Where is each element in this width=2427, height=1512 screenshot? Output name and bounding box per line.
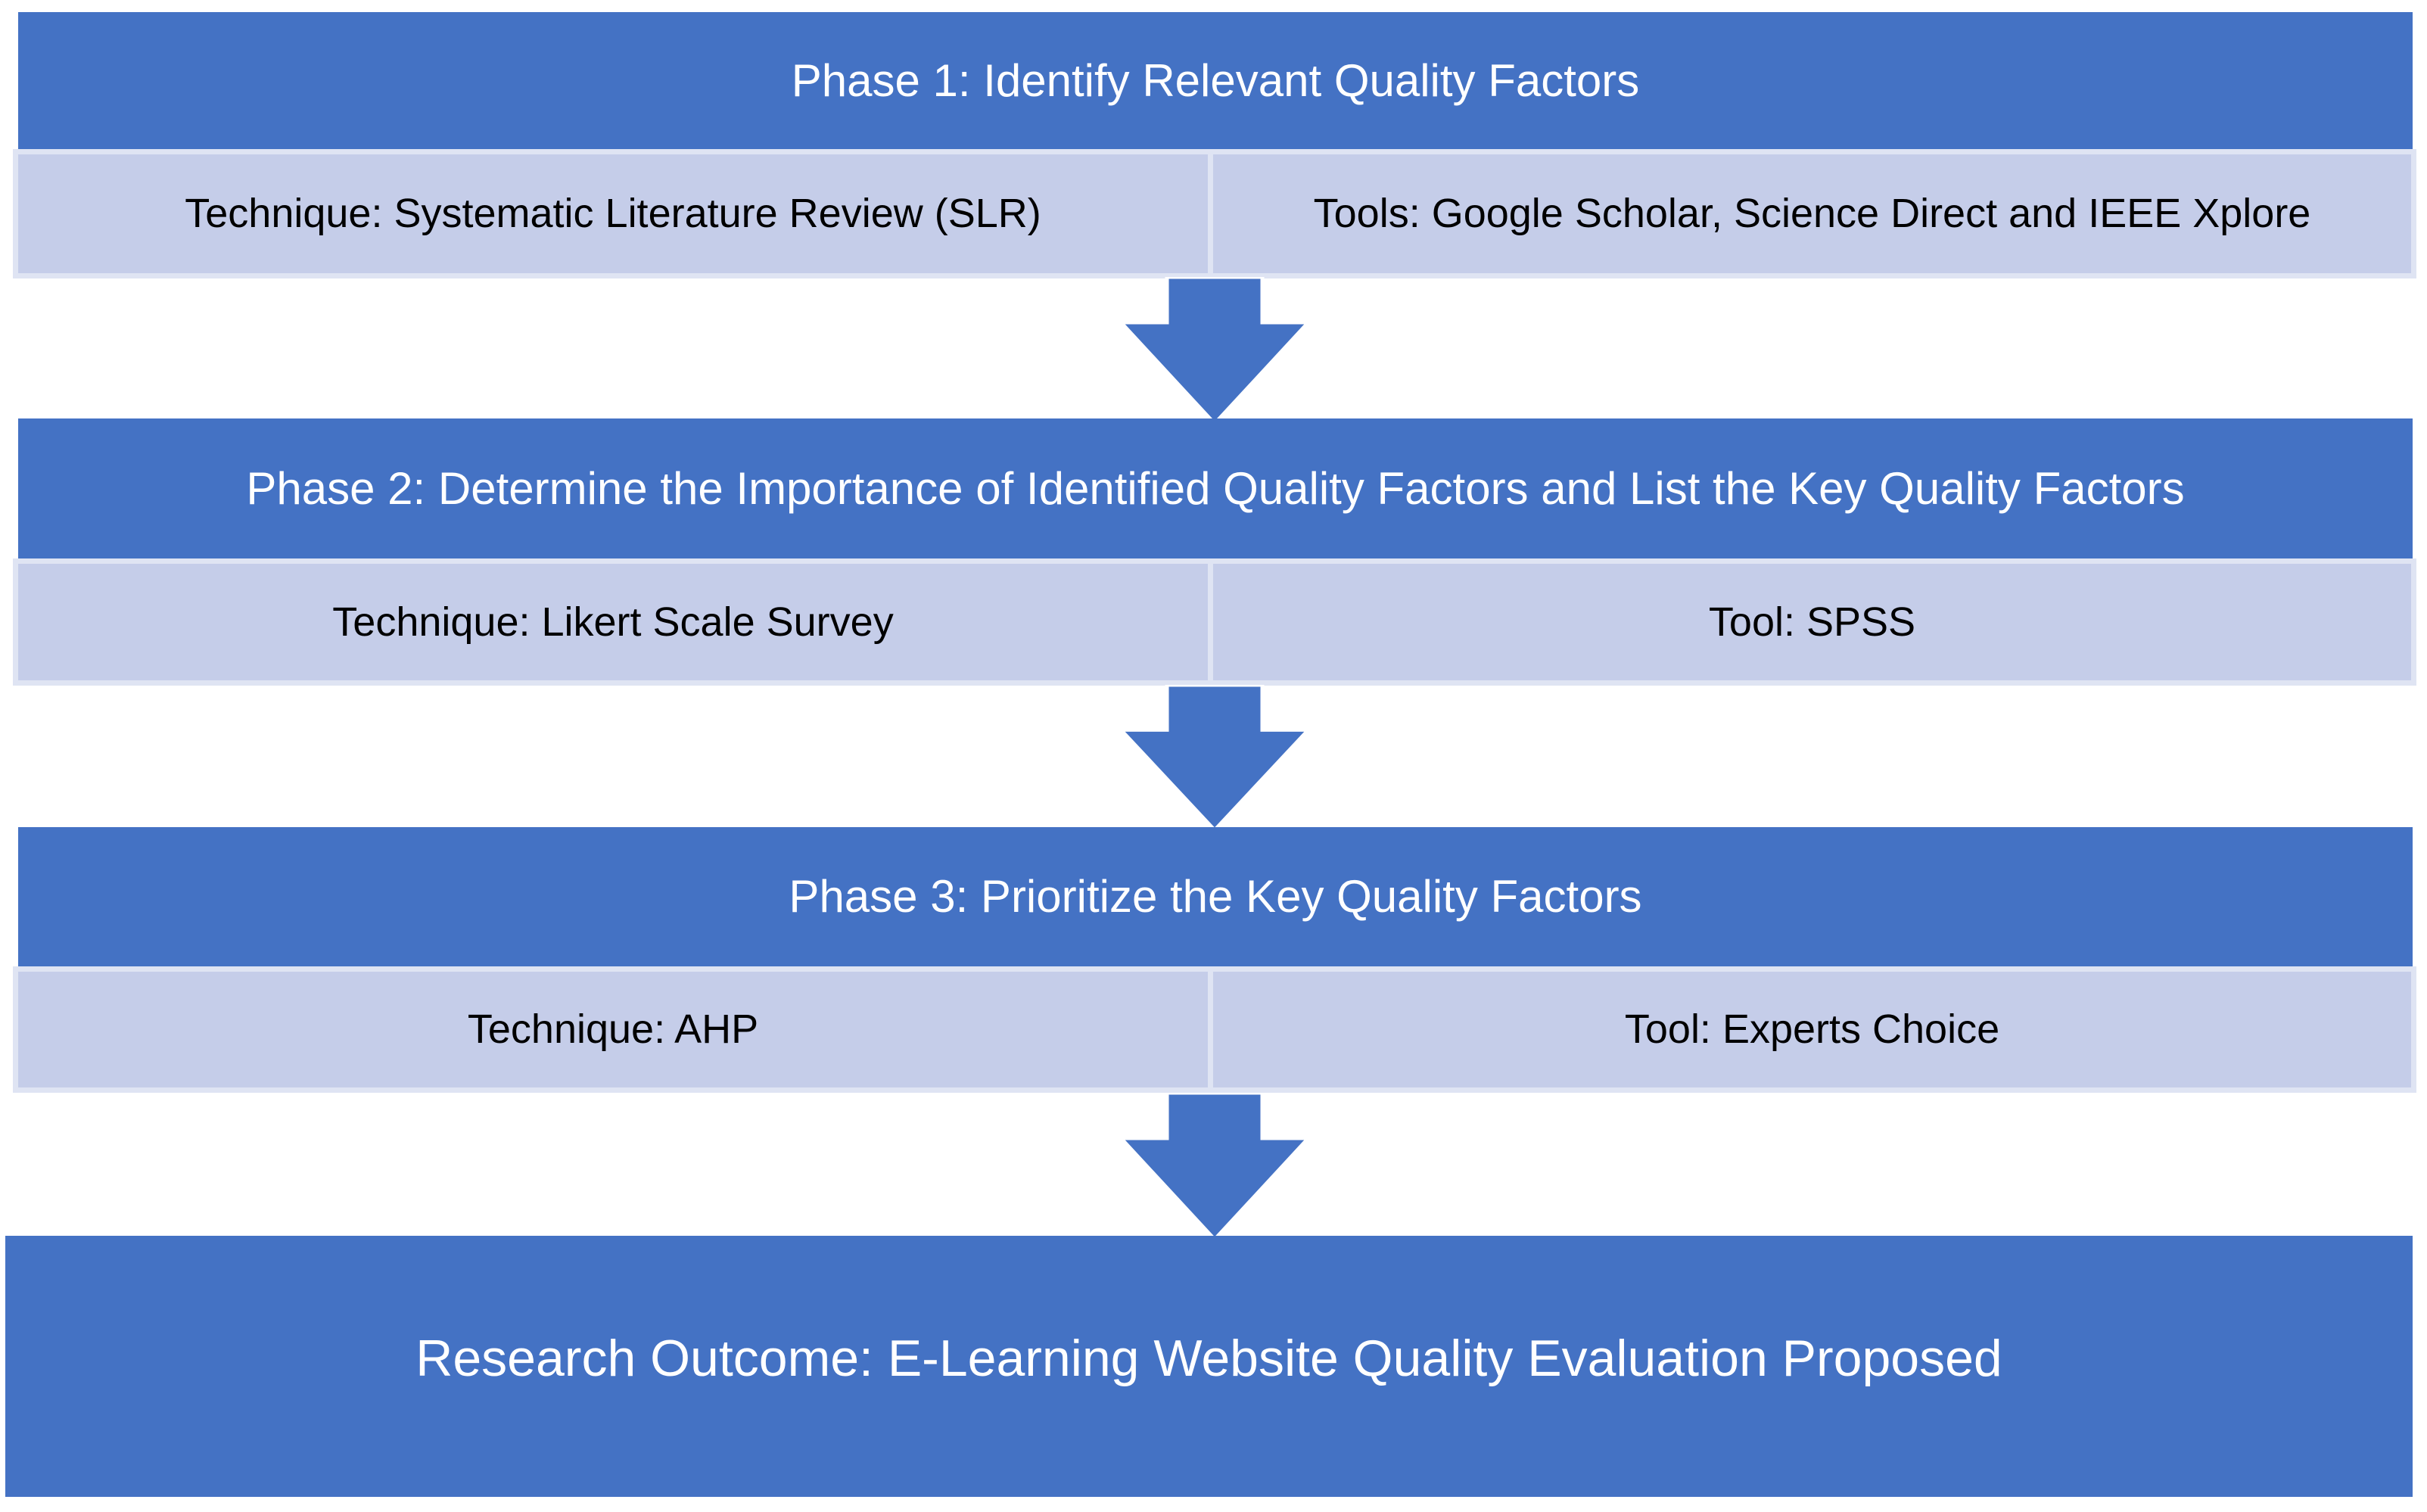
phase-1-tools-cell: Tools: Google Scholar, Science Direct an… (1213, 154, 2411, 273)
phase-3-technique-cell: Technique: AHP (18, 972, 1208, 1087)
phase-1-technique-cell: Technique: Systematic Literature Review … (18, 154, 1208, 273)
research-outcome-bar: Research Outcome: E-Learning Website Qua… (5, 1236, 2413, 1497)
phase-2-technique-label: Technique: Likert Scale Survey (332, 599, 894, 645)
phase-2-title: Phase 2: Determine the Importance of Ide… (246, 462, 2185, 514)
phase-1-title: Phase 1: Identify Relevant Quality Facto… (791, 54, 1640, 106)
cell-divider (1208, 972, 1213, 1087)
phase-1-tools-label: Tools: Google Scholar, Science Direct an… (1313, 191, 2311, 237)
phase-1-details-row: Technique: Systematic Literature Review … (13, 149, 2416, 278)
down-arrow-icon (1119, 277, 1310, 425)
phase-3-title: Phase 3: Prioritize the Key Quality Fact… (789, 871, 1642, 922)
phase-3-header: Phase 3: Prioritize the Key Quality Fact… (18, 827, 2413, 966)
phase-1-technique-label: Technique: Systematic Literature Review … (185, 191, 1041, 237)
phase-2-tools-label: Tool: SPSS (1708, 599, 1916, 645)
phase-3-technique-label: Technique: AHP (467, 1006, 759, 1053)
phase-3-tools-cell: Tool: Experts Choice (1213, 972, 2411, 1087)
phase-2-details-row: Technique: Likert Scale Survey Tool: SPS… (13, 558, 2416, 686)
phase-3-tools-label: Tool: Experts Choice (1624, 1006, 2000, 1053)
phase-3-details-row: Technique: AHP Tool: Experts Choice (13, 966, 2416, 1093)
phase-1-header: Phase 1: Identify Relevant Quality Facto… (18, 12, 2413, 149)
cell-divider (1208, 154, 1213, 273)
phase-2-header: Phase 2: Determine the Importance of Ide… (18, 418, 2413, 558)
research-outcome-label: Research Outcome: E-Learning Website Qua… (415, 1329, 2002, 1387)
cell-divider (1208, 564, 1213, 680)
phase-2-technique-cell: Technique: Likert Scale Survey (18, 564, 1208, 680)
down-arrow-icon (1119, 685, 1310, 832)
down-arrow-icon (1119, 1093, 1310, 1241)
phase-2-tools-cell: Tool: SPSS (1213, 564, 2411, 680)
